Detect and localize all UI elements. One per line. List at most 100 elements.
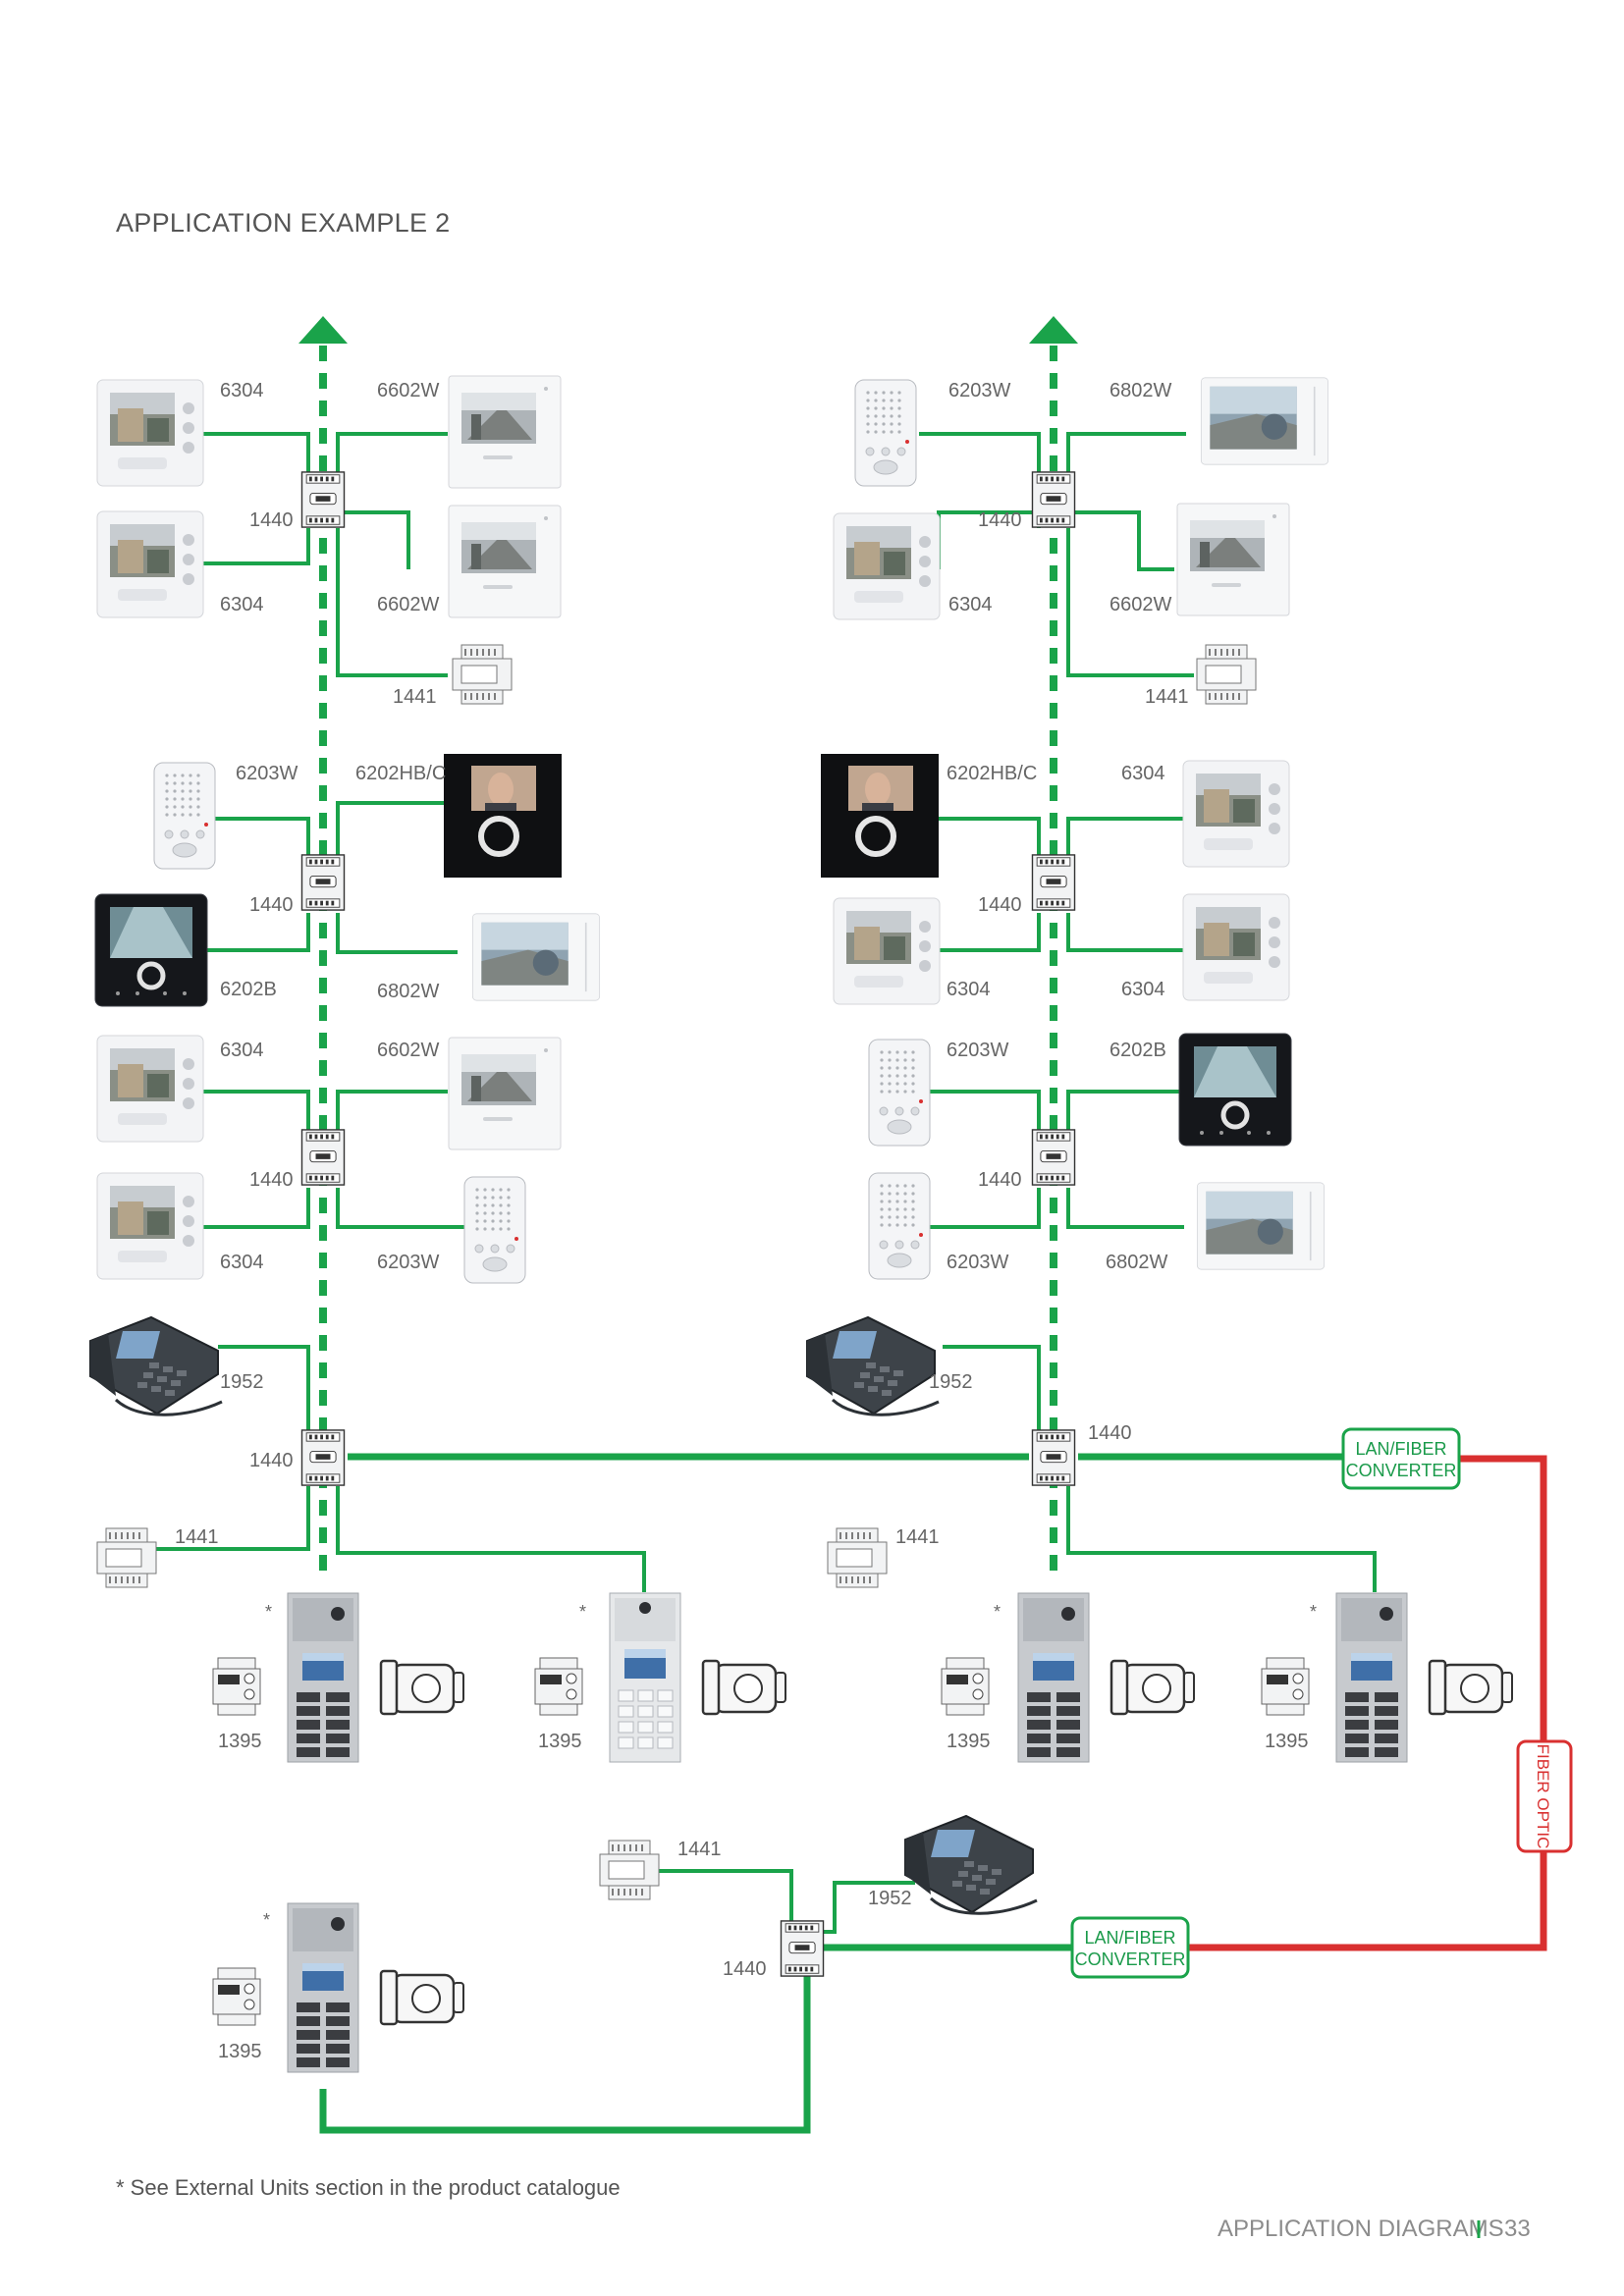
switch-1440-device bbox=[300, 1429, 346, 1486]
fiber-optic-box: FIBER OPTIC bbox=[1516, 1739, 1573, 1853]
label-6304: 6304 bbox=[1121, 979, 1165, 1000]
monitor-6802w-device bbox=[1200, 377, 1329, 465]
label-6202b: 6202B bbox=[1110, 1040, 1166, 1061]
monitor-6304-device bbox=[96, 1172, 204, 1280]
label-1440: 1440 bbox=[978, 1169, 1022, 1191]
right-group-2: 6202HB/C 6304 1440 6304 6304 bbox=[821, 754, 1290, 1005]
label-1440: 1440 bbox=[723, 1958, 767, 1980]
switch-1440-device bbox=[1031, 854, 1076, 911]
label-1441: 1441 bbox=[1145, 686, 1189, 708]
phone-1952-device bbox=[903, 1814, 1039, 1915]
switch-1440-device bbox=[300, 1129, 346, 1186]
switch-1440-device bbox=[300, 854, 346, 911]
asterisk: * bbox=[994, 1602, 1001, 1622]
monitor-6304-device bbox=[833, 897, 941, 1005]
left-wiring bbox=[146, 432, 646, 1592]
label-6202hb: 6202HB/C bbox=[355, 763, 446, 784]
label-6602w: 6602W bbox=[1110, 594, 1171, 615]
monitor-6602w-device bbox=[1176, 503, 1290, 616]
entrance-panel-keypad-device bbox=[609, 1592, 681, 1763]
asterisk: * bbox=[263, 1910, 270, 1930]
entrance-panel-device bbox=[1017, 1592, 1090, 1763]
lock-icon bbox=[701, 1659, 787, 1716]
monitor-6202hb-device bbox=[821, 754, 939, 878]
power-supply-1441-device bbox=[827, 1527, 888, 1588]
label-6304: 6304 bbox=[220, 1040, 264, 1061]
monitor-6602w-device bbox=[448, 375, 562, 489]
remote-wiring bbox=[319, 1869, 1072, 2134]
switch-1440-device bbox=[780, 1920, 825, 1977]
monitor-6304-device bbox=[833, 512, 941, 620]
right-group-1: 6203W 6802W 1440 6304 6602W 1441 bbox=[833, 377, 1329, 708]
label-6304: 6304 bbox=[1121, 763, 1165, 784]
label-6202hb: 6202HB/C bbox=[947, 763, 1037, 784]
label-1395: 1395 bbox=[218, 1731, 262, 1752]
remote-site: 1441 1952 1440 LAN/FIBER CONVERTER * 139… bbox=[212, 1814, 1190, 2073]
label-1440: 1440 bbox=[249, 1169, 294, 1191]
monitor-6602w-device bbox=[448, 505, 562, 618]
lan-fiber-converter-bottom bbox=[1070, 1916, 1190, 1979]
label-1440: 1440 bbox=[249, 1450, 294, 1471]
power-supply-1395-device bbox=[534, 1657, 583, 1716]
label-1441: 1441 bbox=[677, 1839, 722, 1860]
switch-1440-device bbox=[1031, 471, 1076, 528]
label-1395: 1395 bbox=[947, 1731, 991, 1752]
monitor-6602w-device bbox=[448, 1037, 562, 1150]
monitor-6202hb-device bbox=[444, 754, 562, 878]
label-1440: 1440 bbox=[978, 509, 1022, 531]
label-6304: 6304 bbox=[220, 380, 264, 401]
power-supply-1395-device bbox=[212, 1657, 261, 1716]
label-1395: 1395 bbox=[538, 1731, 582, 1752]
label-6203w: 6203W bbox=[236, 763, 298, 784]
label-1441: 1441 bbox=[393, 686, 437, 708]
label-1440: 1440 bbox=[978, 894, 1022, 916]
monitor-6802w-device bbox=[471, 913, 601, 1001]
converter-line-1: LAN/FIBER bbox=[1355, 1439, 1446, 1459]
handset-6203w-device bbox=[868, 1039, 931, 1147]
power-supply-1441-device bbox=[452, 644, 513, 705]
monitor-6202b-device bbox=[1179, 1034, 1291, 1146]
page-number: 33 bbox=[1504, 2216, 1531, 2242]
left-group-3: 6304 6602W 1440 6304 6203W bbox=[96, 1035, 562, 1284]
label-1441: 1441 bbox=[895, 1526, 940, 1548]
lock-icon bbox=[379, 1659, 465, 1716]
label-6203w: 6203W bbox=[947, 1040, 1008, 1061]
label-1952: 1952 bbox=[220, 1371, 264, 1393]
power-supply-1441-device bbox=[96, 1527, 157, 1588]
lock-icon bbox=[1428, 1659, 1514, 1716]
label-6304: 6304 bbox=[947, 979, 991, 1000]
fiber-optic-label: FIBER OPTIC bbox=[1534, 1744, 1552, 1849]
monitor-6304-device bbox=[96, 1035, 204, 1143]
converter-line-1: LAN/FIBER bbox=[1084, 1928, 1175, 1948]
converter-line-2: CONVERTER bbox=[1346, 1461, 1457, 1480]
lock-icon bbox=[1110, 1659, 1196, 1716]
label-1952: 1952 bbox=[929, 1371, 973, 1393]
power-supply-1441-device bbox=[599, 1840, 660, 1900]
asterisk: * bbox=[1310, 1602, 1317, 1622]
left-riser bbox=[298, 316, 348, 1582]
label-6203w: 6203W bbox=[377, 1252, 439, 1273]
label-6802w: 6802W bbox=[377, 981, 439, 1002]
label-6802w: 6802W bbox=[1106, 1252, 1167, 1273]
fiber-link bbox=[1186, 1455, 1547, 1951]
label-6802w: 6802W bbox=[1110, 380, 1171, 401]
right-riser bbox=[1029, 316, 1078, 1582]
label-6203w: 6203W bbox=[948, 380, 1010, 401]
left-group-1: 6304 6602W 1440 6304 6602W 1441 bbox=[96, 375, 562, 708]
power-supply-1395-device bbox=[1261, 1657, 1310, 1716]
page-title: APPLICATION EXAMPLE 2 bbox=[116, 208, 450, 238]
entrance-panel-device bbox=[287, 1902, 359, 2073]
label-1395: 1395 bbox=[218, 2041, 262, 2062]
handset-6203w-device bbox=[463, 1176, 526, 1284]
monitor-6304-device bbox=[96, 510, 204, 618]
right-group-3: 6203W 6202B 1440 6203W 6802W bbox=[868, 1034, 1326, 1280]
switch-1440-device bbox=[1031, 1429, 1076, 1486]
left-group-4: 1952 1440 1441 * 1395 * 1395 bbox=[88, 1315, 787, 1763]
label-6602w: 6602W bbox=[377, 594, 439, 615]
label-6602w: 6602W bbox=[377, 1040, 439, 1061]
monitor-6802w-device bbox=[1196, 1182, 1326, 1270]
handset-6203w-device bbox=[868, 1172, 931, 1280]
monitor-6304-device bbox=[1182, 760, 1290, 868]
power-supply-1395-device bbox=[941, 1657, 990, 1716]
